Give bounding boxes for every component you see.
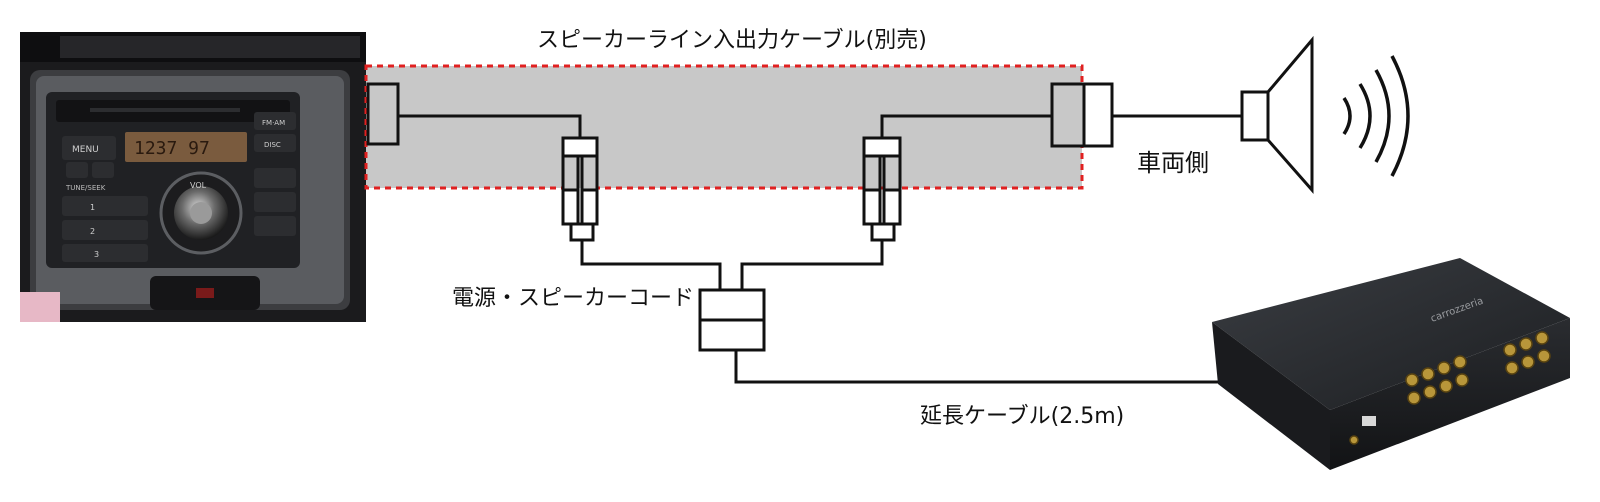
extension-cable-label: 延長ケーブル(2.5m): [920, 404, 1125, 429]
svg-text:1237 97: 1237 97: [134, 138, 210, 159]
vehicle-side-label: 車両側: [1137, 149, 1209, 177]
svg-text:TUNE/SEEK: TUNE/SEEK: [65, 184, 106, 192]
svg-text:MENU: MENU: [72, 145, 99, 155]
car-head-unit-photo: 1237 97 MENU TUNE/SEEK 1 2 3 VOL FM·AM D…: [20, 32, 366, 322]
sound-wave-icon: [1342, 55, 1410, 177]
svg-text:DISC: DISC: [264, 141, 281, 149]
speaker-icon: [1240, 35, 1314, 194]
svg-text:VOL: VOL: [190, 181, 207, 190]
speaker-cable-highlight: [364, 64, 1084, 190]
amplifier-photo: carrozzeria: [1212, 258, 1570, 470]
power-speaker-cord-label: 電源・スピーカーコード: [452, 286, 695, 311]
svg-text:1: 1: [90, 203, 95, 212]
svg-text:FM·AM: FM·AM: [262, 119, 285, 127]
svg-text:2: 2: [90, 227, 95, 236]
svg-text:3: 3: [94, 250, 99, 259]
wiring-lines: [366, 82, 1242, 384]
speaker-line-cable-label: スピーカーライン入出力ケーブル(別売): [537, 28, 927, 53]
